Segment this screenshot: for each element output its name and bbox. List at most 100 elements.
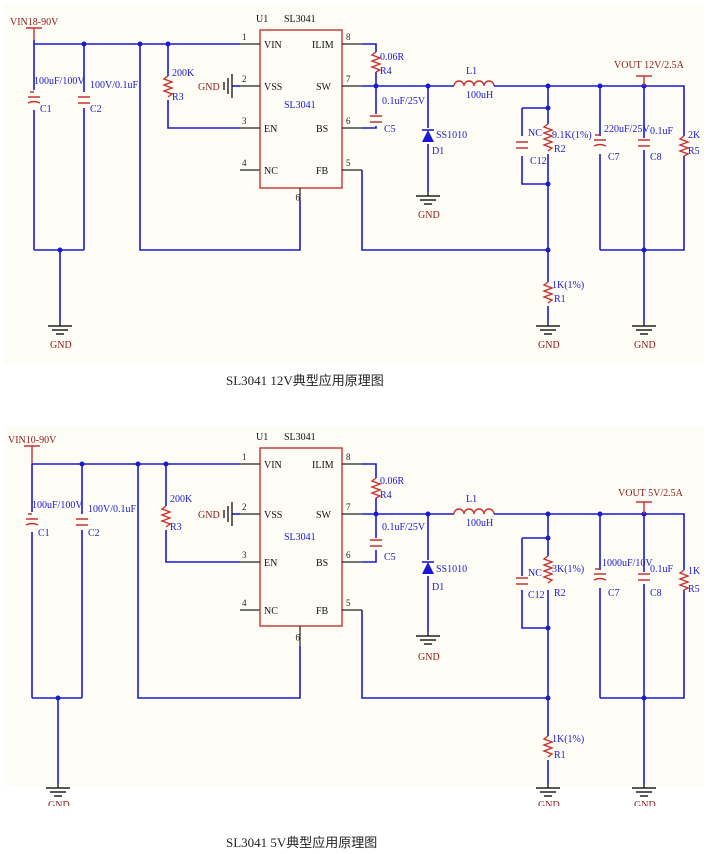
- svg-text:7: 7: [346, 74, 351, 84]
- c5-symbol: [370, 539, 382, 547]
- c7-value: 1000uF/10V: [602, 558, 653, 569]
- gnd-label: GND: [50, 340, 72, 351]
- gnd-label: GND: [48, 800, 70, 806]
- c12-symbol: [516, 577, 528, 585]
- c5-wire: [362, 86, 377, 129]
- svg-text:8: 8: [346, 32, 351, 42]
- pin-fb: FB: [316, 606, 329, 617]
- return-wire: [139, 44, 301, 251]
- svg-text:4: 4: [242, 598, 247, 608]
- pin-vin: VIN: [264, 40, 282, 51]
- r4-wire: [362, 43, 377, 86]
- c1-value: 100uF/100V: [32, 500, 83, 511]
- d1-gnd-label: GND: [418, 652, 440, 663]
- pin-bs: BS: [316, 558, 328, 569]
- c7-symbol: [593, 568, 607, 581]
- pin-sw: SW: [316, 510, 332, 521]
- c1-ref: C1: [40, 104, 52, 115]
- feedback-branch: [521, 514, 549, 698]
- c12-ref: C12: [528, 590, 545, 601]
- c2-symbol: [76, 518, 88, 526]
- gnd-icon: [46, 784, 70, 797]
- vin-label: VIN18-90V: [10, 17, 59, 28]
- c7-value: 220uF/25V: [604, 124, 650, 135]
- vss-gnd-label: GND: [198, 82, 220, 93]
- input-gnd-wire: [32, 697, 82, 784]
- l1-value: 100uH: [466, 90, 493, 101]
- svg-text:4: 4: [242, 158, 247, 168]
- r5-ref: R5: [688, 146, 700, 157]
- out-gnd-label: GND: [634, 800, 656, 806]
- r1-symbol: [542, 735, 554, 758]
- vss-gnd-label: GND: [198, 510, 220, 521]
- r5-ref: R5: [688, 584, 700, 595]
- c1-symbol: [27, 91, 41, 104]
- r3-ref: R3: [170, 522, 182, 533]
- r3-wire: [167, 44, 240, 129]
- c5-wire: [362, 514, 377, 563]
- c5-symbol: [370, 115, 382, 123]
- u1-ref: U1: [256, 14, 268, 25]
- vin-terminal: [24, 445, 40, 464]
- l1-ref: L1: [466, 494, 477, 505]
- pin-sw: SW: [316, 82, 332, 93]
- c2-symbol: [78, 96, 90, 104]
- l1-ref: L1: [466, 66, 477, 77]
- svg-text:5: 5: [346, 158, 351, 168]
- schematic-panel-5v: VIN10-90V 100uF/100V C1 100V/0.1uF C2 GN…: [4, 426, 704, 806]
- c7-ref: C7: [608, 152, 620, 163]
- pin-en: EN: [264, 124, 277, 135]
- r4-ref: R4: [380, 66, 392, 77]
- r4-value: 0.06R: [380, 476, 405, 487]
- d1-value: SS1010: [436, 564, 467, 575]
- c12-value: NC: [528, 568, 542, 579]
- u1-body-label: SL3041: [284, 532, 316, 543]
- d1-value: SS1010: [436, 130, 467, 141]
- svg-text:1: 1: [242, 452, 247, 462]
- pin-ilim: ILIM: [312, 460, 334, 471]
- c8-ref: C8: [650, 588, 662, 599]
- r4-symbol: [370, 51, 382, 73]
- c5-value: 0.1uF/25V: [382, 96, 426, 107]
- r3-symbol: [162, 75, 174, 98]
- r5-symbol: [678, 569, 690, 591]
- c12-symbol: [516, 141, 528, 149]
- svg-text:7: 7: [346, 502, 351, 512]
- caption-5v: SL3041 5V典型应用原理图: [226, 835, 378, 850]
- c7-ref: C7: [608, 588, 620, 599]
- c12-value: NC: [528, 128, 542, 139]
- c8-value: 0.1uF: [650, 126, 674, 137]
- r2-ref: R2: [554, 588, 566, 599]
- schematic-panel-12v: VIN18-90V 100uF/100V C1 100V/0.1uF C2 GN…: [4, 4, 704, 364]
- r5-value: 1K: [688, 566, 701, 577]
- pin-nc: NC: [264, 166, 278, 177]
- fb-wire: [361, 170, 548, 251]
- c5-value: 0.1uF/25V: [382, 522, 426, 533]
- l1-symbol: [453, 508, 495, 515]
- pin-ilim: ILIM: [312, 40, 334, 51]
- gnd-icon: [48, 322, 72, 335]
- r2-ref: R2: [554, 144, 566, 155]
- r1-value: 1K(1%): [552, 734, 584, 745]
- svg-text:3: 3: [242, 550, 247, 560]
- fb-wire: [361, 610, 548, 699]
- svg-text:2: 2: [242, 502, 247, 512]
- r1-ref: R1: [554, 294, 566, 305]
- r1-symbol: [542, 281, 554, 304]
- svg-text:9: 9: [295, 192, 300, 202]
- d1-ref: D1: [432, 582, 444, 593]
- r5-symbol: [678, 135, 690, 157]
- r2-symbol: [542, 123, 554, 152]
- d1-ref: D1: [432, 146, 444, 157]
- c7-symbol: [593, 134, 607, 147]
- c2-ref: C2: [90, 104, 102, 115]
- caption-12v: SL3041 12V典型应用原理图: [226, 373, 384, 388]
- out-gnd-icon: [632, 784, 656, 797]
- return-wire: [137, 464, 301, 699]
- c5-ref: C5: [384, 124, 396, 135]
- svg-text:1: 1: [242, 32, 247, 42]
- pin-fb: FB: [316, 166, 329, 177]
- c1-ref: C1: [38, 528, 50, 539]
- r3-value: 200K: [170, 494, 193, 505]
- vin-label: VIN10-90V: [8, 435, 57, 446]
